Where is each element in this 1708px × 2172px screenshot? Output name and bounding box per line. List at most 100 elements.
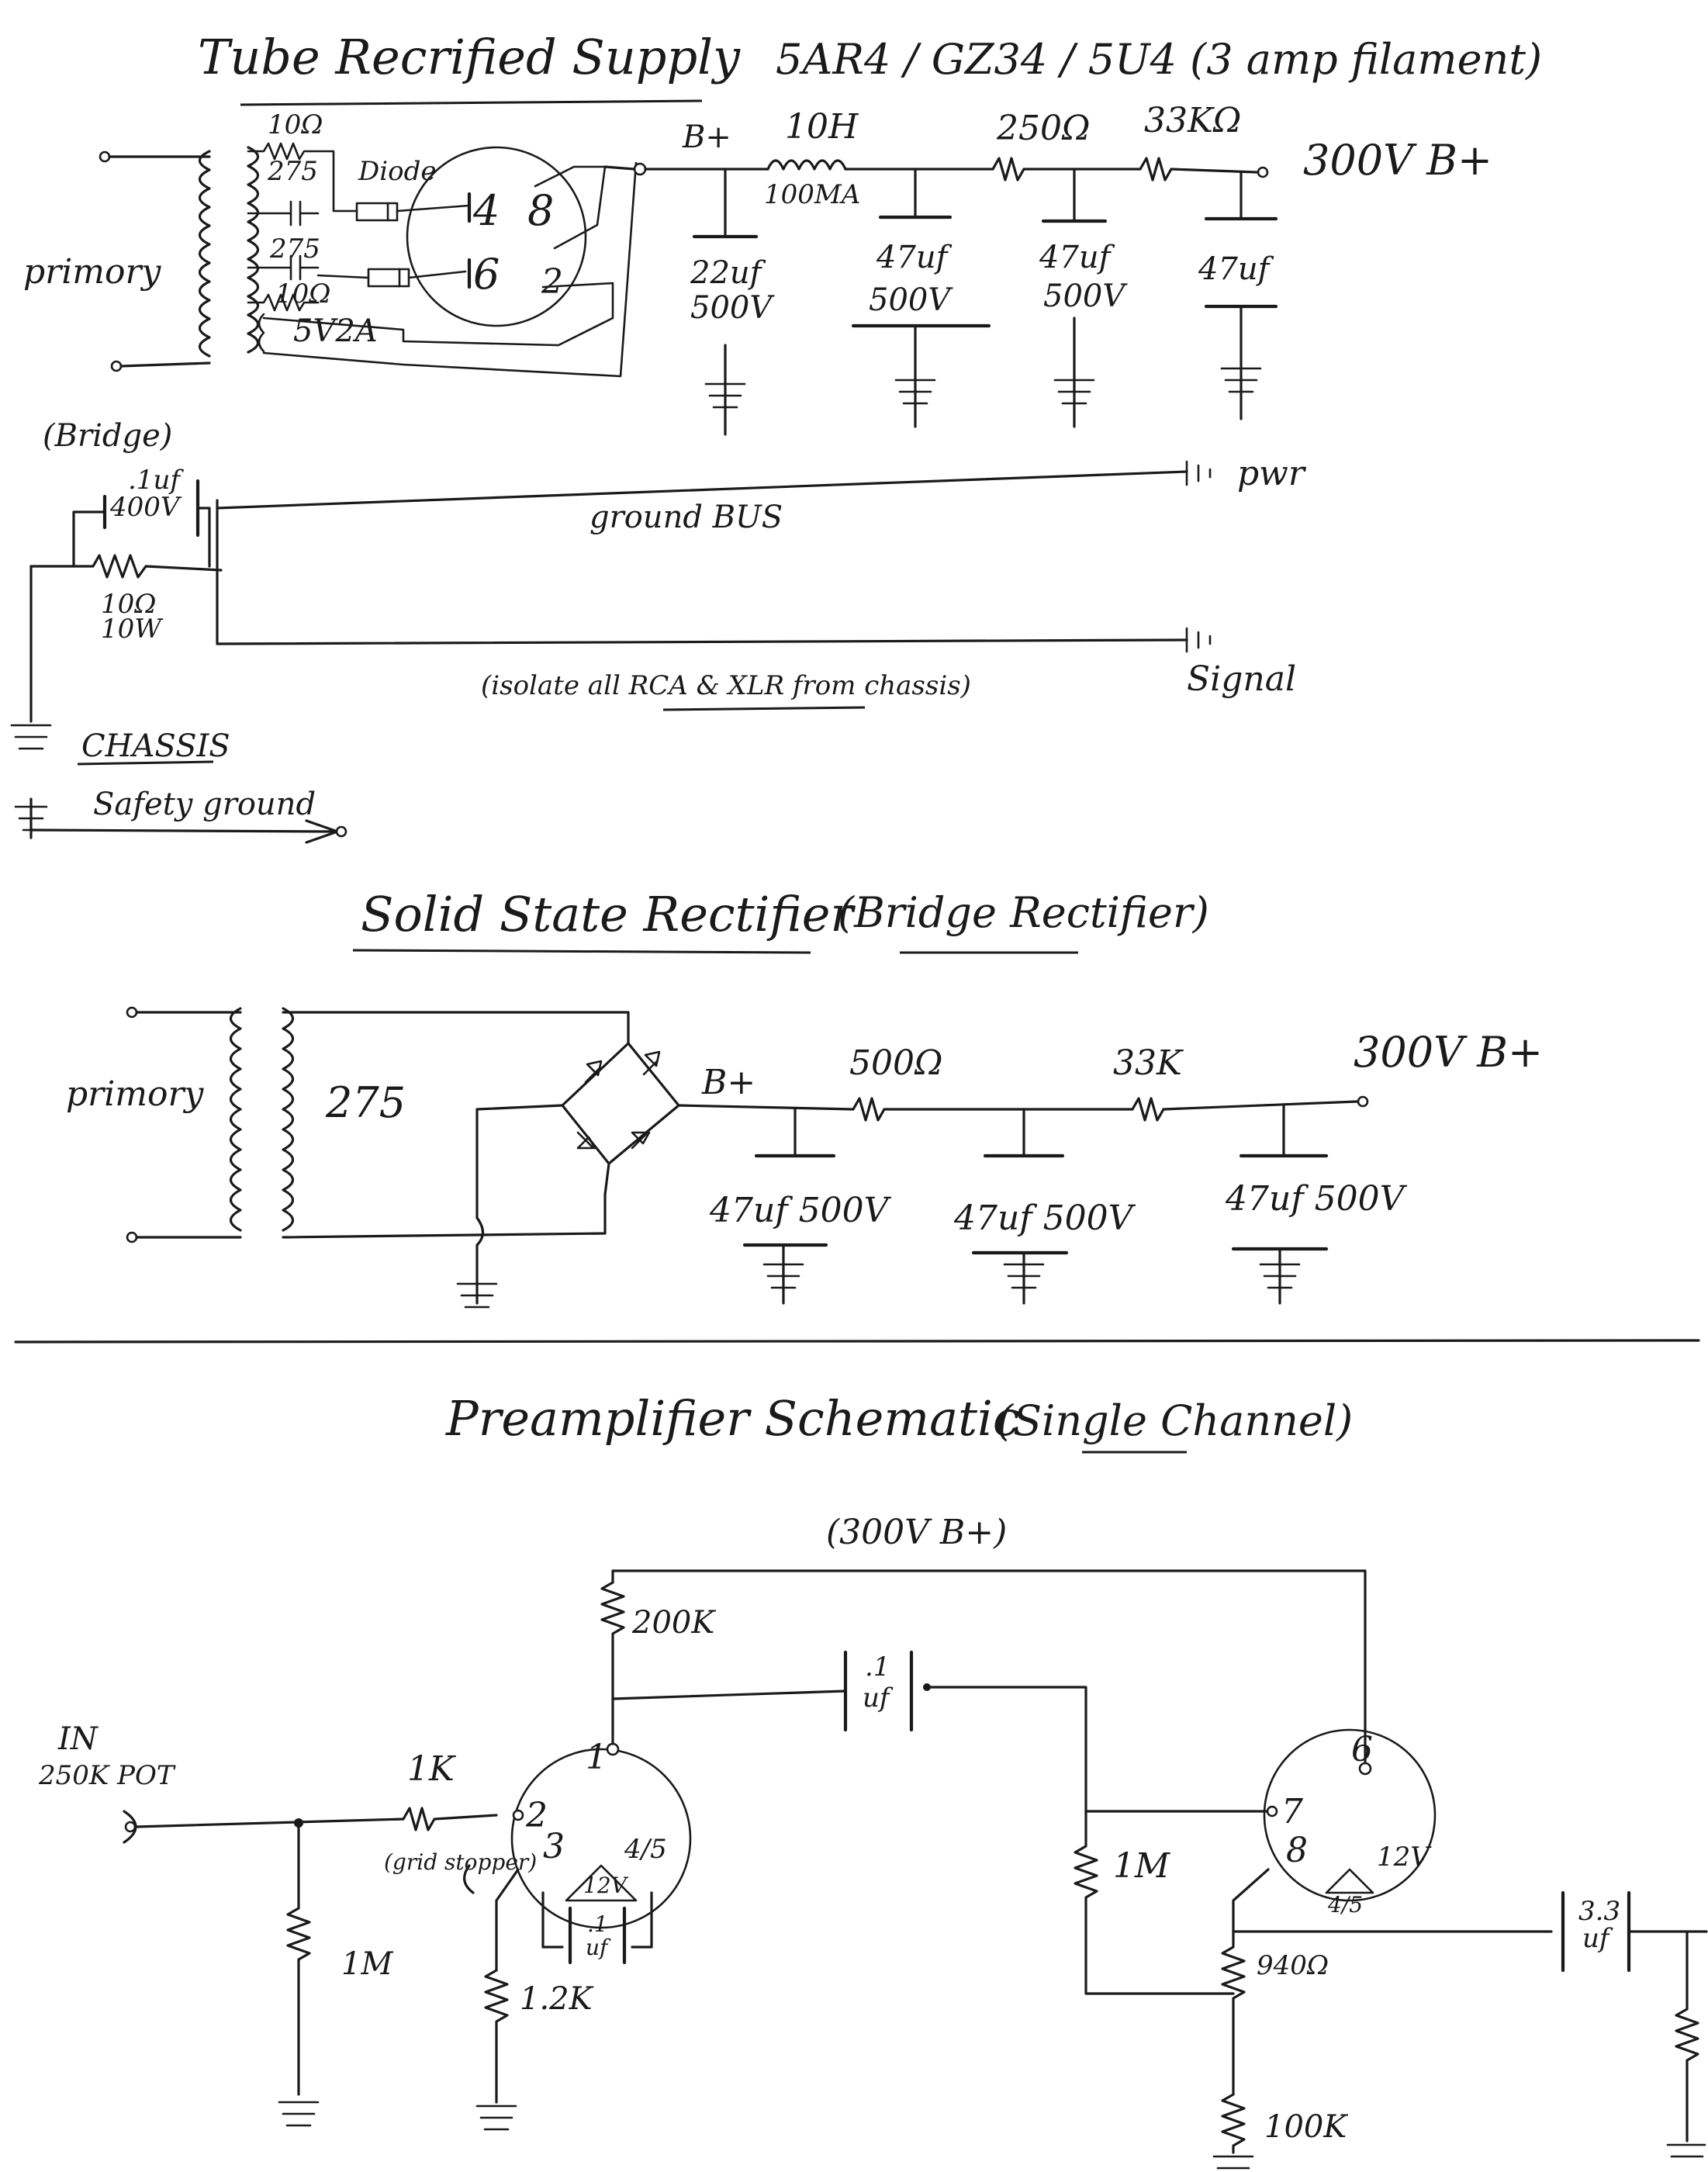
tube1-pin1 — [606, 1742, 620, 1756]
rectifier-tube-envelope — [406, 146, 587, 327]
bridge-ground-symbol — [456, 1282, 498, 1309]
filament-wire-a — [262, 282, 614, 347]
tube1-heater-label: 12V — [583, 1873, 629, 1898]
input-wire — [134, 1817, 405, 1828]
coupling-cap-unit: uf — [863, 1683, 894, 1714]
safety-ground-wire — [29, 819, 339, 844]
ground-symbol — [1003, 1263, 1045, 1289]
primary-terminal-bottom — [110, 360, 123, 372]
bridge-label: (Bridge) — [43, 418, 172, 454]
section-divider — [14, 1339, 1700, 1344]
tail-resistor-label: 100K — [1264, 2109, 1348, 2145]
tube1-pin2 — [512, 1809, 524, 1821]
pin-8-label: 8 — [527, 186, 554, 235]
input-resistor — [286, 1907, 311, 2096]
ss-supply-title: Solid State Rectifier — [361, 886, 856, 942]
tube2-grid-resistor-label: 1M — [1113, 1846, 1170, 1886]
bplus-rail — [611, 1569, 1367, 1770]
output-cap-unit: uf — [1582, 1923, 1613, 1954]
diode-top — [355, 202, 399, 222]
preamp-tube-1 — [510, 1748, 692, 1929]
ground-cap-value: .1uf — [128, 465, 184, 496]
r1-resistor — [247, 142, 312, 161]
safety-ground-label: Safety ground — [93, 787, 316, 822]
ground-cap-wires — [72, 507, 211, 568]
secondary-winding — [247, 146, 260, 354]
grounding-section: (Bridge) .1uf 400V 10Ω 10W ground BUS pw… — [10, 418, 1307, 844]
bypass-cap-unit: uf — [586, 1935, 611, 1960]
primary-winding — [198, 150, 211, 358]
bplus-rail-label: (300V B+) — [826, 1513, 1007, 1552]
filter-cap-3 — [1041, 168, 1108, 428]
plate-resistor-label: 200K — [631, 1605, 716, 1641]
r1-label: 10Ω — [268, 109, 323, 140]
tube2-pin45-label: 4/5 — [1327, 1892, 1363, 1918]
bridge-diode-4 — [631, 1131, 651, 1150]
primary-label: primory — [23, 252, 162, 292]
tube1-cathode-wire — [495, 1868, 520, 1972]
ground-cap-voltage: 400V — [109, 492, 182, 523]
ss-primary-leads — [135, 1011, 242, 1239]
ss-primary-terminal-bottom — [126, 1231, 138, 1243]
r250-label: 250Ω — [996, 109, 1090, 148]
safety-ground-terminal — [335, 825, 347, 838]
pwr-ground-symbol — [1185, 460, 1212, 486]
output-terminal — [1257, 166, 1269, 178]
r2-label: 10Ω — [275, 278, 330, 310]
signal-ground-symbol — [1185, 627, 1212, 653]
ss-c1-label: 47uf 500V — [709, 1191, 892, 1230]
diode-label: Diode — [358, 156, 437, 187]
c2-voltage: 500V — [869, 282, 953, 318]
grid-stopper-label: 1K — [407, 1749, 456, 1789]
tube2-grid-resistor — [1074, 1810, 1235, 1995]
tube-output-label: 300V B+ — [1303, 136, 1492, 185]
tube2-pin8-label: 8 — [1286, 1831, 1308, 1870]
ground-bus-label: ground BUS — [590, 500, 783, 535]
c1-voltage: 500V — [690, 290, 775, 326]
filament-label: 5V2A — [293, 313, 378, 349]
isolate-note: (isolate all RCA & XLR from chassis) — [481, 670, 971, 701]
input-terminal — [124, 1821, 137, 1833]
grid-stopper-note: (grid stopper) — [384, 1849, 537, 1875]
coupling-output-wire — [925, 1686, 1087, 1813]
ground-resistor — [29, 554, 223, 579]
ss-c2-label: 47uf 500V — [953, 1198, 1136, 1238]
tube1-pin2-label: 2 — [525, 1796, 548, 1835]
filter-cap-1 — [692, 168, 759, 436]
title-underline — [240, 99, 703, 106]
tube2-pin6 — [1358, 1762, 1372, 1776]
bridge-diode-1 — [584, 1060, 603, 1084]
ss-rail-1 — [677, 1104, 855, 1111]
ss-primary-label: primory — [66, 1074, 205, 1114]
tube2-pin6-label: 6 — [1351, 1730, 1373, 1769]
bypass-cap — [568, 1906, 627, 1965]
c3-value: 47uf — [1039, 240, 1115, 275]
ground-symbol — [894, 379, 936, 405]
coupling-cap-value: .1 — [865, 1651, 890, 1683]
r33k-label: 33KΩ — [1144, 101, 1241, 140]
bridge-lower-lead — [603, 1162, 610, 1196]
cathode-resistor-label: 1.2K — [520, 1981, 594, 2017]
wire-to-node — [603, 165, 636, 171]
c1-value: 22uf — [690, 255, 766, 291]
filter-cap-4 — [1204, 171, 1278, 420]
wire-diode-top — [309, 150, 471, 213]
ss-sec-wire-top — [282, 1011, 630, 1045]
tube2-pin7-label: 7 — [1281, 1792, 1303, 1831]
snubber-cap-bottom — [247, 254, 320, 281]
tube-pin8-wire — [553, 165, 607, 250]
tube2-heater — [1325, 1868, 1374, 1894]
rail-seg-3 — [1170, 168, 1258, 174]
ss-r500 — [852, 1097, 886, 1122]
ss-filter-cap-3 — [1231, 1104, 1329, 1305]
output-ground-symbol — [1666, 2143, 1706, 2158]
filament-wire-b — [262, 161, 638, 378]
diode-bottom — [367, 268, 410, 288]
bypass-cap-value: .1 — [587, 1911, 608, 1937]
tube1-pin1-label: 1 — [586, 1738, 607, 1777]
tube2-cathode-resistor-label: 940Ω — [1257, 1950, 1329, 1981]
ground-bus-pwr — [216, 470, 1188, 645]
ground-resistor-value: 10Ω — [101, 589, 156, 620]
primary-lead-bottom — [119, 361, 211, 368]
bplus-node — [633, 162, 647, 176]
